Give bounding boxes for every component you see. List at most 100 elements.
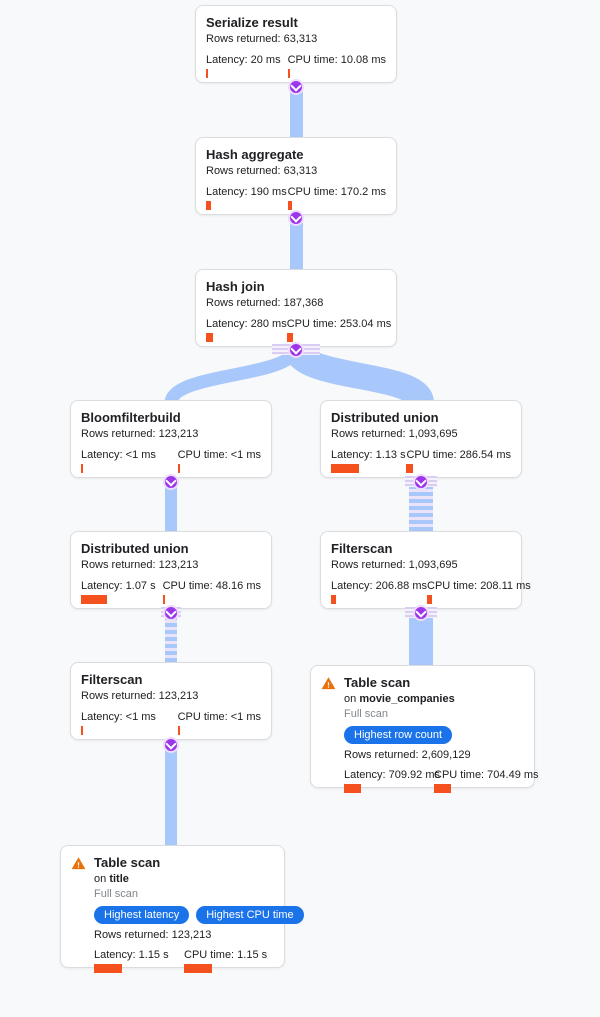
collapse-toggle-serialize[interactable]	[288, 79, 304, 95]
latency-label: Latency: 709.92 ms	[344, 769, 441, 781]
scan-type-label: Full scan	[94, 888, 139, 900]
cpu-time-bar	[286, 333, 293, 342]
plan-node-filterscan-right[interactable]: Filterscan Rows returned: 1,093,695 Late…	[320, 531, 531, 609]
edge-bloomfilterbuild-to-distributed-union	[165, 478, 177, 531]
node-metrics: Latency: <1 ms CPU time: <1 ms	[81, 711, 261, 735]
cpu-time-bar	[427, 595, 433, 604]
cpu-time-bar	[406, 464, 414, 473]
cpu-time-bar	[434, 784, 451, 793]
node-rows-returned: Rows returned: 1,093,695	[331, 559, 458, 571]
node-title: Serialize result	[206, 15, 298, 30]
latency-label: Latency: <1 ms	[81, 711, 156, 723]
cpu-time-label: CPU time: 48.16 ms	[162, 580, 261, 592]
plan-node-serialize-result[interactable]: Serialize result Rows returned: 63,313 L…	[195, 5, 397, 83]
collapse-toggle-distributed-union-left[interactable]	[163, 605, 179, 621]
plan-node-hash-aggregate[interactable]: Hash aggregate Rows returned: 63,313 Lat…	[195, 137, 397, 215]
edge-serialize-to-hash-aggregate	[290, 83, 303, 137]
cpu-time-label: CPU time: 704.49 ms	[434, 769, 539, 781]
latency-bar	[331, 464, 359, 473]
plan-node-hash-join[interactable]: Hash join Rows returned: 187,368 Latency…	[195, 269, 397, 347]
plan-node-distributed-union-left[interactable]: Distributed union Rows returned: 123,213…	[70, 531, 272, 609]
node-rows-returned: Rows returned: 123,213	[81, 559, 199, 571]
collapse-toggle-filterscan-right[interactable]	[413, 605, 429, 621]
node-rows-returned: Rows returned: 63,313	[206, 33, 318, 45]
edge-filterscan-left-to-table-scan	[165, 740, 177, 845]
node-title: Filterscan	[81, 672, 143, 687]
node-rows-returned: Rows returned: 187,368	[206, 297, 324, 309]
cpu-time-bar	[177, 726, 180, 735]
latency-label: Latency: 190 ms	[206, 186, 287, 198]
cpu-time-label: CPU time: 253.04 ms	[286, 318, 392, 330]
highest-row-count-badge: Highest row count	[344, 726, 453, 744]
latency-bar	[81, 726, 83, 735]
latency-bar	[206, 69, 208, 78]
node-title: Hash join	[206, 279, 265, 294]
latency-label: Latency: <1 ms	[81, 449, 156, 461]
highest-latency-badge: Highest latency	[94, 906, 190, 924]
cpu-time-bar	[177, 464, 180, 473]
chevron-down-icon	[290, 210, 302, 223]
node-metrics: Latency: 20 ms CPU time: 10.08 ms	[206, 54, 386, 78]
node-metrics: Latency: 280 ms CPU time: 253.04 ms	[206, 318, 391, 342]
latency-label: Latency: 20 ms	[206, 54, 281, 66]
plan-node-distributed-union-right[interactable]: Distributed union Rows returned: 1,093,6…	[320, 400, 522, 478]
plan-node-filterscan-left[interactable]: Filterscan Rows returned: 123,213 Latenc…	[70, 662, 272, 740]
cpu-time-label: CPU time: <1 ms	[177, 449, 261, 461]
node-title: Hash aggregate	[206, 147, 304, 162]
latency-bar	[94, 964, 122, 973]
highest-cpu-time-badge: Highest CPU time	[196, 906, 304, 924]
badge-row: Highest latency Highest CPU time	[94, 905, 311, 924]
table-name: movie_companies	[359, 693, 455, 705]
chevron-down-icon	[415, 605, 427, 618]
cpu-time-label: CPU time: 286.54 ms	[406, 449, 511, 461]
node-rows-returned: Rows returned: 123,213	[94, 929, 212, 941]
node-rows-returned: Rows returned: 1,093,695	[331, 428, 458, 440]
collapse-toggle-hash-join[interactable]	[288, 342, 304, 358]
collapse-toggle-bloomfilterbuild[interactable]	[163, 474, 179, 490]
latency-bar	[206, 201, 211, 210]
scan-type-label: Full scan	[344, 708, 389, 720]
node-title: Distributed union	[81, 541, 189, 556]
chevron-down-icon	[165, 605, 177, 618]
cpu-time-bar	[162, 595, 165, 604]
latency-label: Latency: 1.07 s	[81, 580, 156, 592]
node-table-name: on movie_companies	[344, 693, 524, 705]
edge-hash-join-to-bloomfilterbuild	[164, 345, 303, 405]
node-rows-returned: Rows returned: 123,213	[81, 428, 199, 440]
chevron-down-icon	[165, 474, 177, 487]
node-rows-returned: Rows returned: 2,609,129	[344, 749, 471, 761]
on-prefix: on	[94, 873, 107, 885]
edge-distributed-union-left-to-filterscan	[165, 609, 177, 662]
node-rows-returned: Rows returned: 123,213	[81, 690, 199, 702]
node-metrics: Latency: 1.07 s CPU time: 48.16 ms	[81, 580, 261, 604]
collapse-toggle-hash-aggregate[interactable]	[288, 210, 304, 226]
collapse-toggle-distributed-union-right[interactable]	[413, 474, 429, 490]
node-rows-returned: Rows returned: 63,313	[206, 165, 318, 177]
node-metrics: Latency: 206.88 ms CPU time: 208.11 ms	[331, 580, 531, 604]
cpu-time-bar	[287, 201, 292, 210]
latency-label: Latency: 206.88 ms	[331, 580, 428, 592]
on-prefix: on	[344, 693, 357, 705]
cpu-time-label: CPU time: 208.11 ms	[427, 580, 531, 592]
collapse-toggle-filterscan-left[interactable]	[163, 737, 179, 753]
edge-hash-aggregate-to-hash-join	[290, 215, 303, 269]
latency-label: Latency: 280 ms	[206, 318, 287, 330]
plan-node-table-scan-movie-companies[interactable]: Table scan on movie_companies Full scan …	[310, 665, 539, 793]
node-title: Filterscan	[331, 541, 393, 556]
chevron-down-icon	[165, 737, 177, 750]
node-metrics: Latency: 1.15 s CPU time: 1.15 s	[94, 949, 311, 973]
latency-label: Latency: 1.15 s	[94, 949, 169, 961]
cpu-time-bar	[287, 69, 290, 78]
plan-node-table-scan-title[interactable]: Table scan on title Full scan Highest la…	[60, 845, 304, 973]
node-metrics: Latency: <1 ms CPU time: <1 ms	[81, 449, 261, 473]
node-metrics: Latency: 190 ms CPU time: 170.2 ms	[206, 186, 386, 210]
chevron-down-icon	[290, 79, 302, 92]
cpu-time-label: CPU time: <1 ms	[177, 711, 261, 723]
node-title: Bloomfilterbuild	[81, 410, 181, 425]
node-title: Distributed union	[331, 410, 439, 425]
plan-node-bloomfilterbuild[interactable]: Bloomfilterbuild Rows returned: 123,213 …	[70, 400, 272, 478]
chevron-down-icon	[290, 342, 302, 355]
cpu-time-label: CPU time: 170.2 ms	[287, 186, 386, 198]
cpu-time-bar	[184, 964, 212, 973]
